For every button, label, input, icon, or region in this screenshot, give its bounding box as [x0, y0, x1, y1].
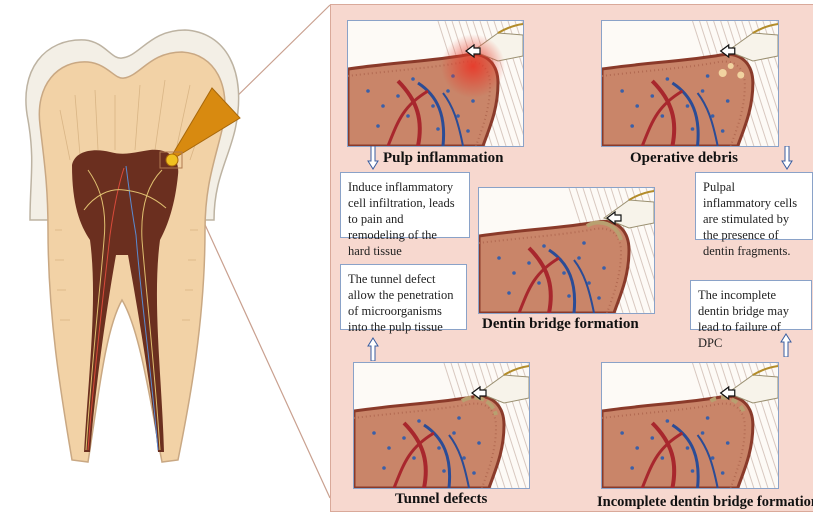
magnified-view: [479, 188, 654, 313]
caption-pulp-inflammation: Pulp inflammation: [383, 150, 503, 167]
note-incomplete: The incomplete dentin bridge may lead to…: [690, 280, 812, 330]
caption-operative-debris: Operative debris: [630, 150, 738, 167]
magnified-view: [354, 363, 529, 488]
arrow-up-icon: [780, 333, 792, 357]
note-inflammation: Induce inflammatory cell infiltration, l…: [340, 172, 470, 238]
caption-tunnel-defects: Tunnel defects: [395, 491, 487, 508]
thumb-pulp-inflammation: [347, 20, 524, 147]
pulp-tissue: [479, 221, 629, 313]
note-debris: Pulpal inflammatory cells are stimulated…: [695, 172, 813, 240]
thumb-operative-debris: [601, 20, 779, 147]
dentin-fragment: [719, 69, 727, 77]
exposure-site: [166, 154, 178, 166]
magnified-view: [602, 21, 778, 146]
note-tunnel: The tunnel defect allow the penetration …: [340, 264, 467, 330]
dentin-fragment: [737, 72, 744, 79]
magnified-view: [602, 363, 778, 488]
dentin-fragment: [728, 63, 734, 69]
thumb-incomplete-bridge: [601, 362, 779, 489]
thumb-tunnel-defects: [353, 362, 530, 489]
pulp-tissue: [354, 396, 504, 488]
pulp-tissue: [602, 396, 753, 488]
thumb-dentin-bridge: [478, 187, 655, 314]
caption-incomplete-bridge: Incomplete dentin bridge formation: [597, 494, 813, 511]
magnified-view: [348, 21, 523, 146]
arrow-down-icon: [781, 146, 793, 170]
inflammation-zone: [441, 34, 505, 98]
arrow-up-icon: [367, 337, 379, 361]
caption-dentin-bridge: Dentin bridge formation: [482, 316, 639, 333]
tooth-illustration: [0, 0, 335, 510]
arrow-down-icon: [367, 146, 379, 170]
